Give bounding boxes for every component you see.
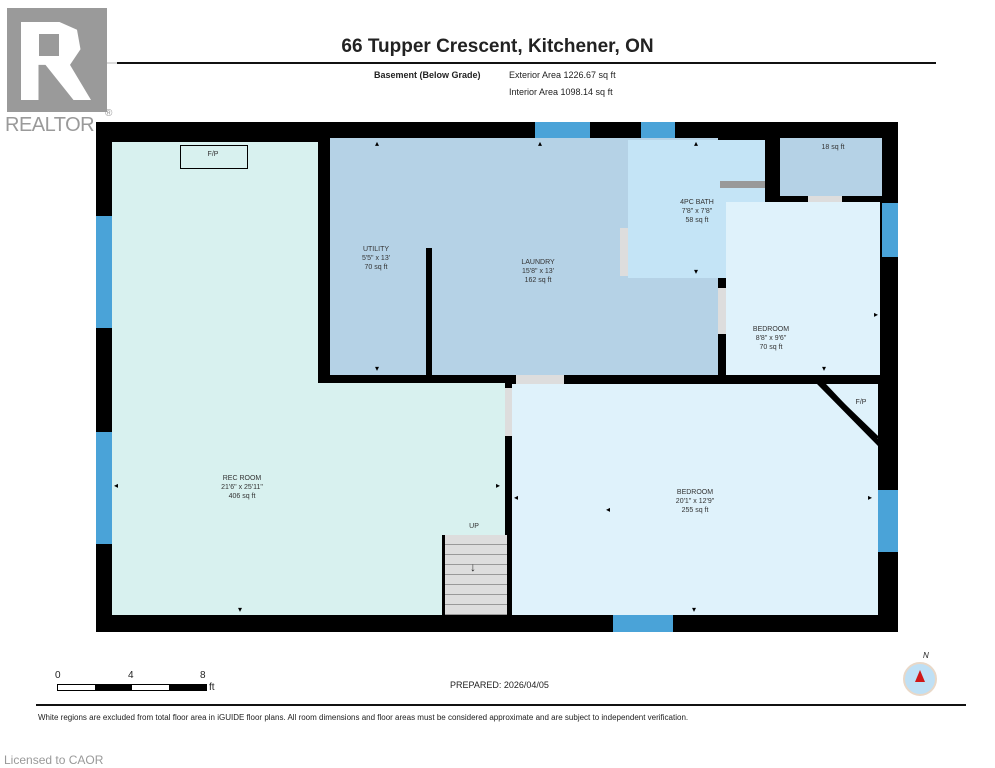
- bedroom-large: [512, 384, 878, 615]
- bedroom-small: [726, 202, 880, 375]
- realtor-r-mark: [7, 8, 107, 112]
- dimension-arrow: ▴: [375, 139, 380, 148]
- dimension-arrow: ▾: [694, 267, 699, 276]
- fp-closet-label: F/P: [855, 399, 867, 406]
- window: [641, 122, 675, 138]
- door[interactable]: [516, 375, 564, 384]
- exterior-area: Exterior Area 1226.67 sq ft: [509, 70, 616, 80]
- prepared-date: PREPARED: 2026/04/05: [450, 680, 549, 690]
- scale-tick-8: 8: [200, 670, 206, 681]
- storage-label: 18 sq ft: [821, 144, 845, 151]
- realtor-logo: REALTOR ®: [5, 6, 117, 136]
- dimension-arrow: ▸: [874, 310, 879, 319]
- dimension-arrow: ▸: [496, 481, 501, 490]
- stairs: [442, 535, 507, 615]
- title-rule: [36, 62, 936, 64]
- dimension-arrow: ▴: [694, 139, 699, 148]
- dimension-arrow: ▸: [868, 493, 873, 502]
- fp-box: [180, 145, 248, 169]
- window: [96, 432, 112, 544]
- compass-icon: [903, 662, 937, 696]
- dimension-arrow: ◂: [114, 481, 119, 490]
- dimension-arrow: ▾: [692, 605, 697, 614]
- scale-bar: [57, 684, 207, 691]
- window: [96, 216, 112, 328]
- window: [882, 203, 898, 257]
- door[interactable]: [505, 388, 512, 436]
- bath-counter: [720, 181, 765, 188]
- floor-name: Basement (Below Grade): [374, 70, 481, 80]
- window: [878, 490, 898, 552]
- footer-rule: [36, 704, 966, 706]
- dimension-arrow: ◂: [514, 493, 519, 502]
- compass-north: N: [923, 651, 929, 660]
- dimension-arrow: ◂: [606, 505, 611, 514]
- fp-label: F/P: [207, 151, 219, 158]
- dimension-arrow: ▾: [375, 364, 380, 373]
- stairs-arrow: ↓: [470, 560, 476, 574]
- license-text: Licensed to CAOR: [4, 753, 104, 767]
- scale-tick-0: 0: [55, 670, 61, 681]
- scale-unit: ft: [209, 682, 215, 693]
- page-title: 66 Tupper Crescent, Kitchener, ON: [341, 36, 654, 57]
- window: [613, 615, 673, 632]
- stairs-up-label: UP: [469, 523, 479, 530]
- realtor-text: REALTOR: [5, 114, 95, 136]
- dimension-arrow: ▴: [538, 139, 543, 148]
- interior-area: Interior Area 1098.14 sq ft: [509, 87, 613, 97]
- dimension-arrow: ▾: [238, 605, 243, 614]
- storage-room: [780, 138, 882, 196]
- dimension-arrow: ▾: [822, 364, 827, 373]
- scale-tick-4: 4: [128, 670, 134, 681]
- door[interactable]: [718, 288, 726, 334]
- door[interactable]: [620, 228, 628, 276]
- disclaimer: White regions are excluded from total fl…: [38, 713, 689, 722]
- window: [535, 122, 590, 138]
- door[interactable]: [808, 196, 842, 202]
